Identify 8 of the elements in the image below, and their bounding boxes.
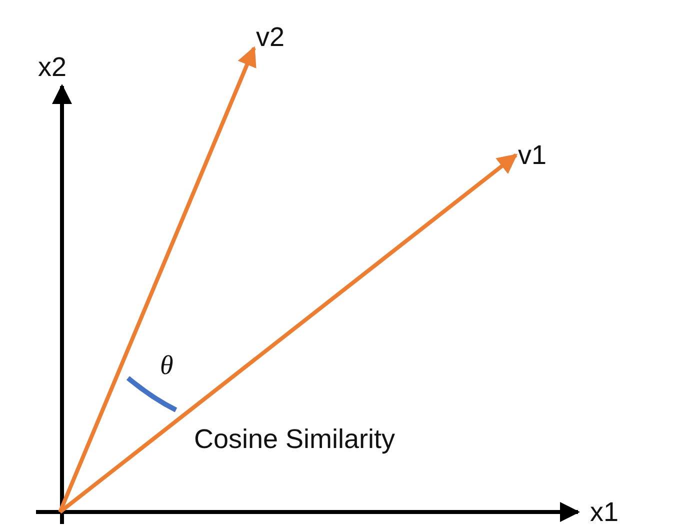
caption-text: Cosine Similarity [194, 424, 396, 454]
axis-label: x1 [590, 497, 619, 527]
axis-label: x2 [38, 52, 67, 82]
vector-arrow [58, 46, 256, 513]
vector-arrow [58, 153, 518, 514]
angle-label: θ [160, 350, 174, 380]
vector-label: v2 [256, 22, 285, 52]
vector-label: v1 [518, 140, 547, 170]
